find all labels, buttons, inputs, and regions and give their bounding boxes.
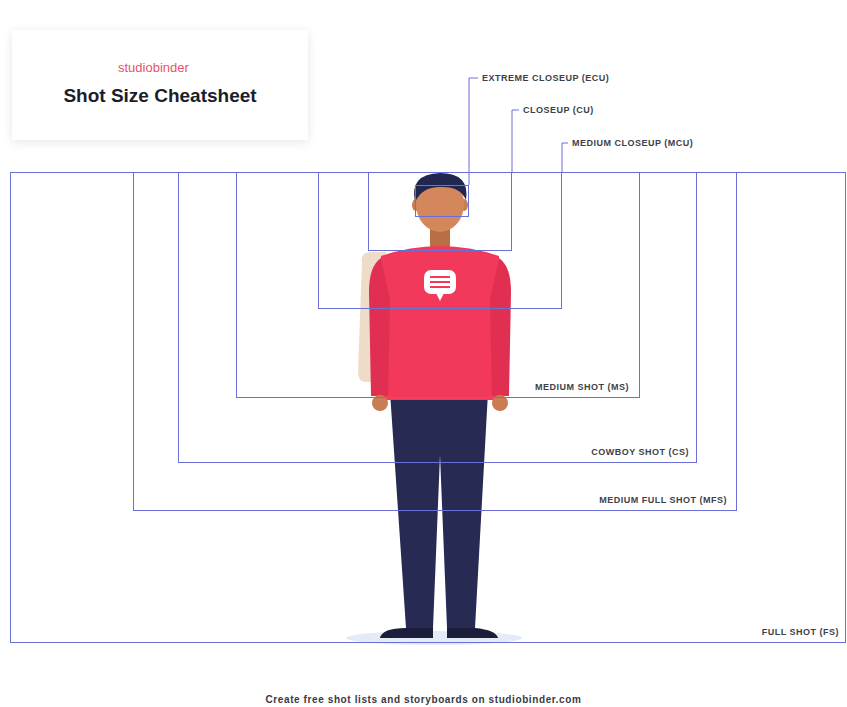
shot-frame: MEDIUM SHOT (MS) MEDIUM CLOSEUP (MCU)CLOS…	[236, 172, 640, 398]
shot-frame: EXTREME CLOSEUP (ECU)	[415, 185, 469, 217]
shot-label: MEDIUM FULL SHOT (MFS)	[599, 494, 727, 506]
shirt-logo	[424, 270, 456, 301]
sleeve	[490, 258, 511, 396]
shot-label: EXTREME CLOSEUP (ECU)	[482, 72, 609, 84]
shot-label: FULL SHOT (FS)	[762, 626, 839, 638]
shot-frame: MEDIUM FULL SHOT (MFS) COWBOY SHOT (CS) ME…	[133, 172, 737, 511]
shot-label: MEDIUM CLOSEUP (MCU)	[572, 137, 693, 149]
shot-label: COWBOY SHOT (CS)	[591, 446, 689, 458]
title: Shot Size Cheatsheet	[12, 84, 308, 108]
hair	[414, 173, 466, 202]
shot-frame: MEDIUM CLOSEUP (MCU)CLOSEUP (CU)EXTREME …	[318, 172, 562, 309]
jeans	[390, 392, 488, 628]
sweater	[381, 246, 499, 400]
leader-line	[562, 143, 568, 172]
brand-name: studiobinder	[118, 60, 189, 76]
shot-label: CLOSEUP (CU)	[523, 104, 594, 116]
leader-line	[512, 110, 519, 172]
shot-frame: FULL SHOT (FS) MEDIUM FULL SHOT (MFS) COWB…	[10, 172, 846, 643]
shoe	[380, 628, 433, 638]
caption: Create free shot lists and storyboards o…	[0, 694, 847, 706]
shoe	[447, 628, 498, 638]
shot-frame: CLOSEUP (CU)EXTREME CLOSEUP (ECU)	[368, 172, 512, 251]
sleeve	[369, 258, 390, 396]
shot-frame: COWBOY SHOT (CS) MEDIUM SHOT (MS) MEDIUM C…	[178, 172, 697, 463]
shot-label: MEDIUM SHOT (MS)	[535, 381, 629, 393]
leader-line	[469, 78, 478, 185]
